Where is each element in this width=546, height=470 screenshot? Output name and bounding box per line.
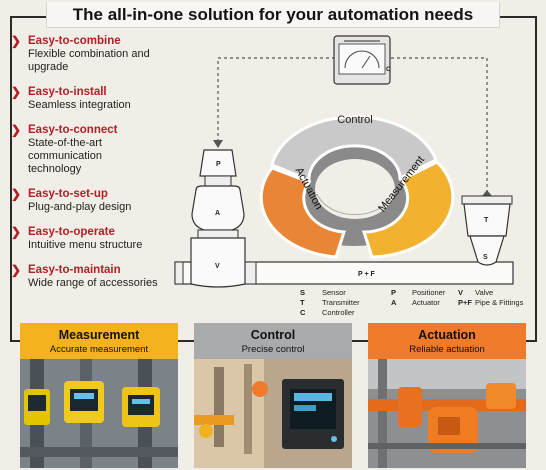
feature-desc: Flexible combination and <box>28 48 150 60</box>
transmitter-icon <box>461 195 513 266</box>
panel-subtitle: Accurate measurement <box>49 344 149 355</box>
feature-desc: State-of-the-art <box>28 137 102 149</box>
feature-desc: technology <box>28 163 82 175</box>
panel-title: Actuation <box>418 328 476 342</box>
pipe-code: P + F <box>358 271 376 278</box>
actuation-photo <box>368 359 526 468</box>
chevron-right-icon: ❯ <box>11 34 22 48</box>
control-photo <box>194 359 352 468</box>
panel-subtitle: Reliable actuation <box>409 344 485 355</box>
frame-line-left <box>10 16 12 341</box>
positioner-code: P <box>216 161 221 168</box>
chevron-right-icon: ❯ <box>11 123 22 137</box>
feature-desc: communication <box>28 150 102 162</box>
feature-item: ❯ Easy-to-maintain Wide range of accesso… <box>8 263 180 290</box>
transmitter-code: T <box>484 217 489 224</box>
legend-code: P <box>391 288 397 297</box>
sensor-code: S <box>483 254 488 261</box>
panel-header: Control Precise control <box>194 323 352 359</box>
legend-code: S <box>300 288 306 297</box>
legend-name: Sensor <box>322 288 346 297</box>
feature-desc: Seamless integration <box>28 99 131 111</box>
automation-ring <box>259 115 455 259</box>
feature-item: ❯ Easy-to-connect State-of-the-art commu… <box>8 123 180 176</box>
system-diagram: C Control Actuation Measurement P + F P … <box>174 35 514 288</box>
pipe-fittings <box>174 261 514 285</box>
feature-desc: Plug-and-play design <box>28 201 132 213</box>
feature-title: Easy-to-connect <box>28 124 118 136</box>
legend-name: Positioner <box>412 288 446 297</box>
legend-name: Pipe & Fittings <box>475 298 524 307</box>
panel-header: Actuation Reliable actuation <box>368 323 526 359</box>
feature-title: Easy-to-install <box>28 86 107 98</box>
chevron-right-icon: ❯ <box>11 85 22 99</box>
legend-name: Valve <box>475 288 494 297</box>
legend-name: Transmitter <box>322 298 360 307</box>
controller-display-icon <box>333 35 391 85</box>
feature-desc: Wide range of accessories <box>28 277 158 289</box>
feature-title: Easy-to-combine <box>28 35 121 47</box>
feature-title: Easy-to-set-up <box>28 188 108 200</box>
chevron-right-icon: ❯ <box>11 263 22 277</box>
panel-actuation: Actuation Reliable actuation <box>368 323 526 468</box>
actuator-code: A <box>215 210 220 217</box>
feature-item: ❯ Easy-to-install Seamless integration <box>8 85 180 112</box>
page-title: The all-in-one solution for your automat… <box>46 2 500 28</box>
panel-title: Measurement <box>58 328 140 342</box>
measurement-photo <box>20 359 178 468</box>
legend-code: A <box>391 298 397 307</box>
frame-line-top-left <box>10 16 46 18</box>
chevron-right-icon: ❯ <box>11 187 22 201</box>
legend-code: T <box>300 298 305 307</box>
feature-list: ❯ Easy-to-combine Flexible combination a… <box>8 34 180 301</box>
feature-item: ❯ Easy-to-combine Flexible combination a… <box>8 34 180 74</box>
feature-item: ❯ Easy-to-set-up Plug-and-play design <box>8 187 180 214</box>
feature-title: Easy-to-maintain <box>28 264 121 276</box>
signal-lines <box>217 57 488 193</box>
controller-code: C <box>386 66 391 73</box>
chevron-right-icon: ❯ <box>11 225 22 239</box>
valve-code: V <box>215 263 220 270</box>
legend-code: C <box>300 308 306 317</box>
feature-desc: Intuitive menu structure <box>28 239 143 251</box>
frame-line-right <box>535 16 537 341</box>
panel-title: Control <box>250 328 296 342</box>
panel-measurement: Measurement Accurate measurement <box>20 323 178 468</box>
legend-code: P+F <box>458 298 472 307</box>
feature-item: ❯ Easy-to-operate Intuitive menu structu… <box>8 225 180 252</box>
legend-name: Controller <box>322 308 355 317</box>
frame-line-top-right <box>500 16 537 18</box>
panel-subtitle: Precise control <box>241 344 305 355</box>
legend-name: Actuator <box>412 298 440 307</box>
feature-desc: upgrade <box>28 61 69 73</box>
ring-control-label: Control <box>337 114 372 126</box>
panel-header: Measurement Accurate measurement <box>20 323 178 359</box>
panel-control: Control Precise control <box>194 323 352 468</box>
valve-positioner-icon <box>190 149 246 288</box>
feature-title: Easy-to-operate <box>28 226 115 238</box>
legend-code: V <box>458 288 464 297</box>
